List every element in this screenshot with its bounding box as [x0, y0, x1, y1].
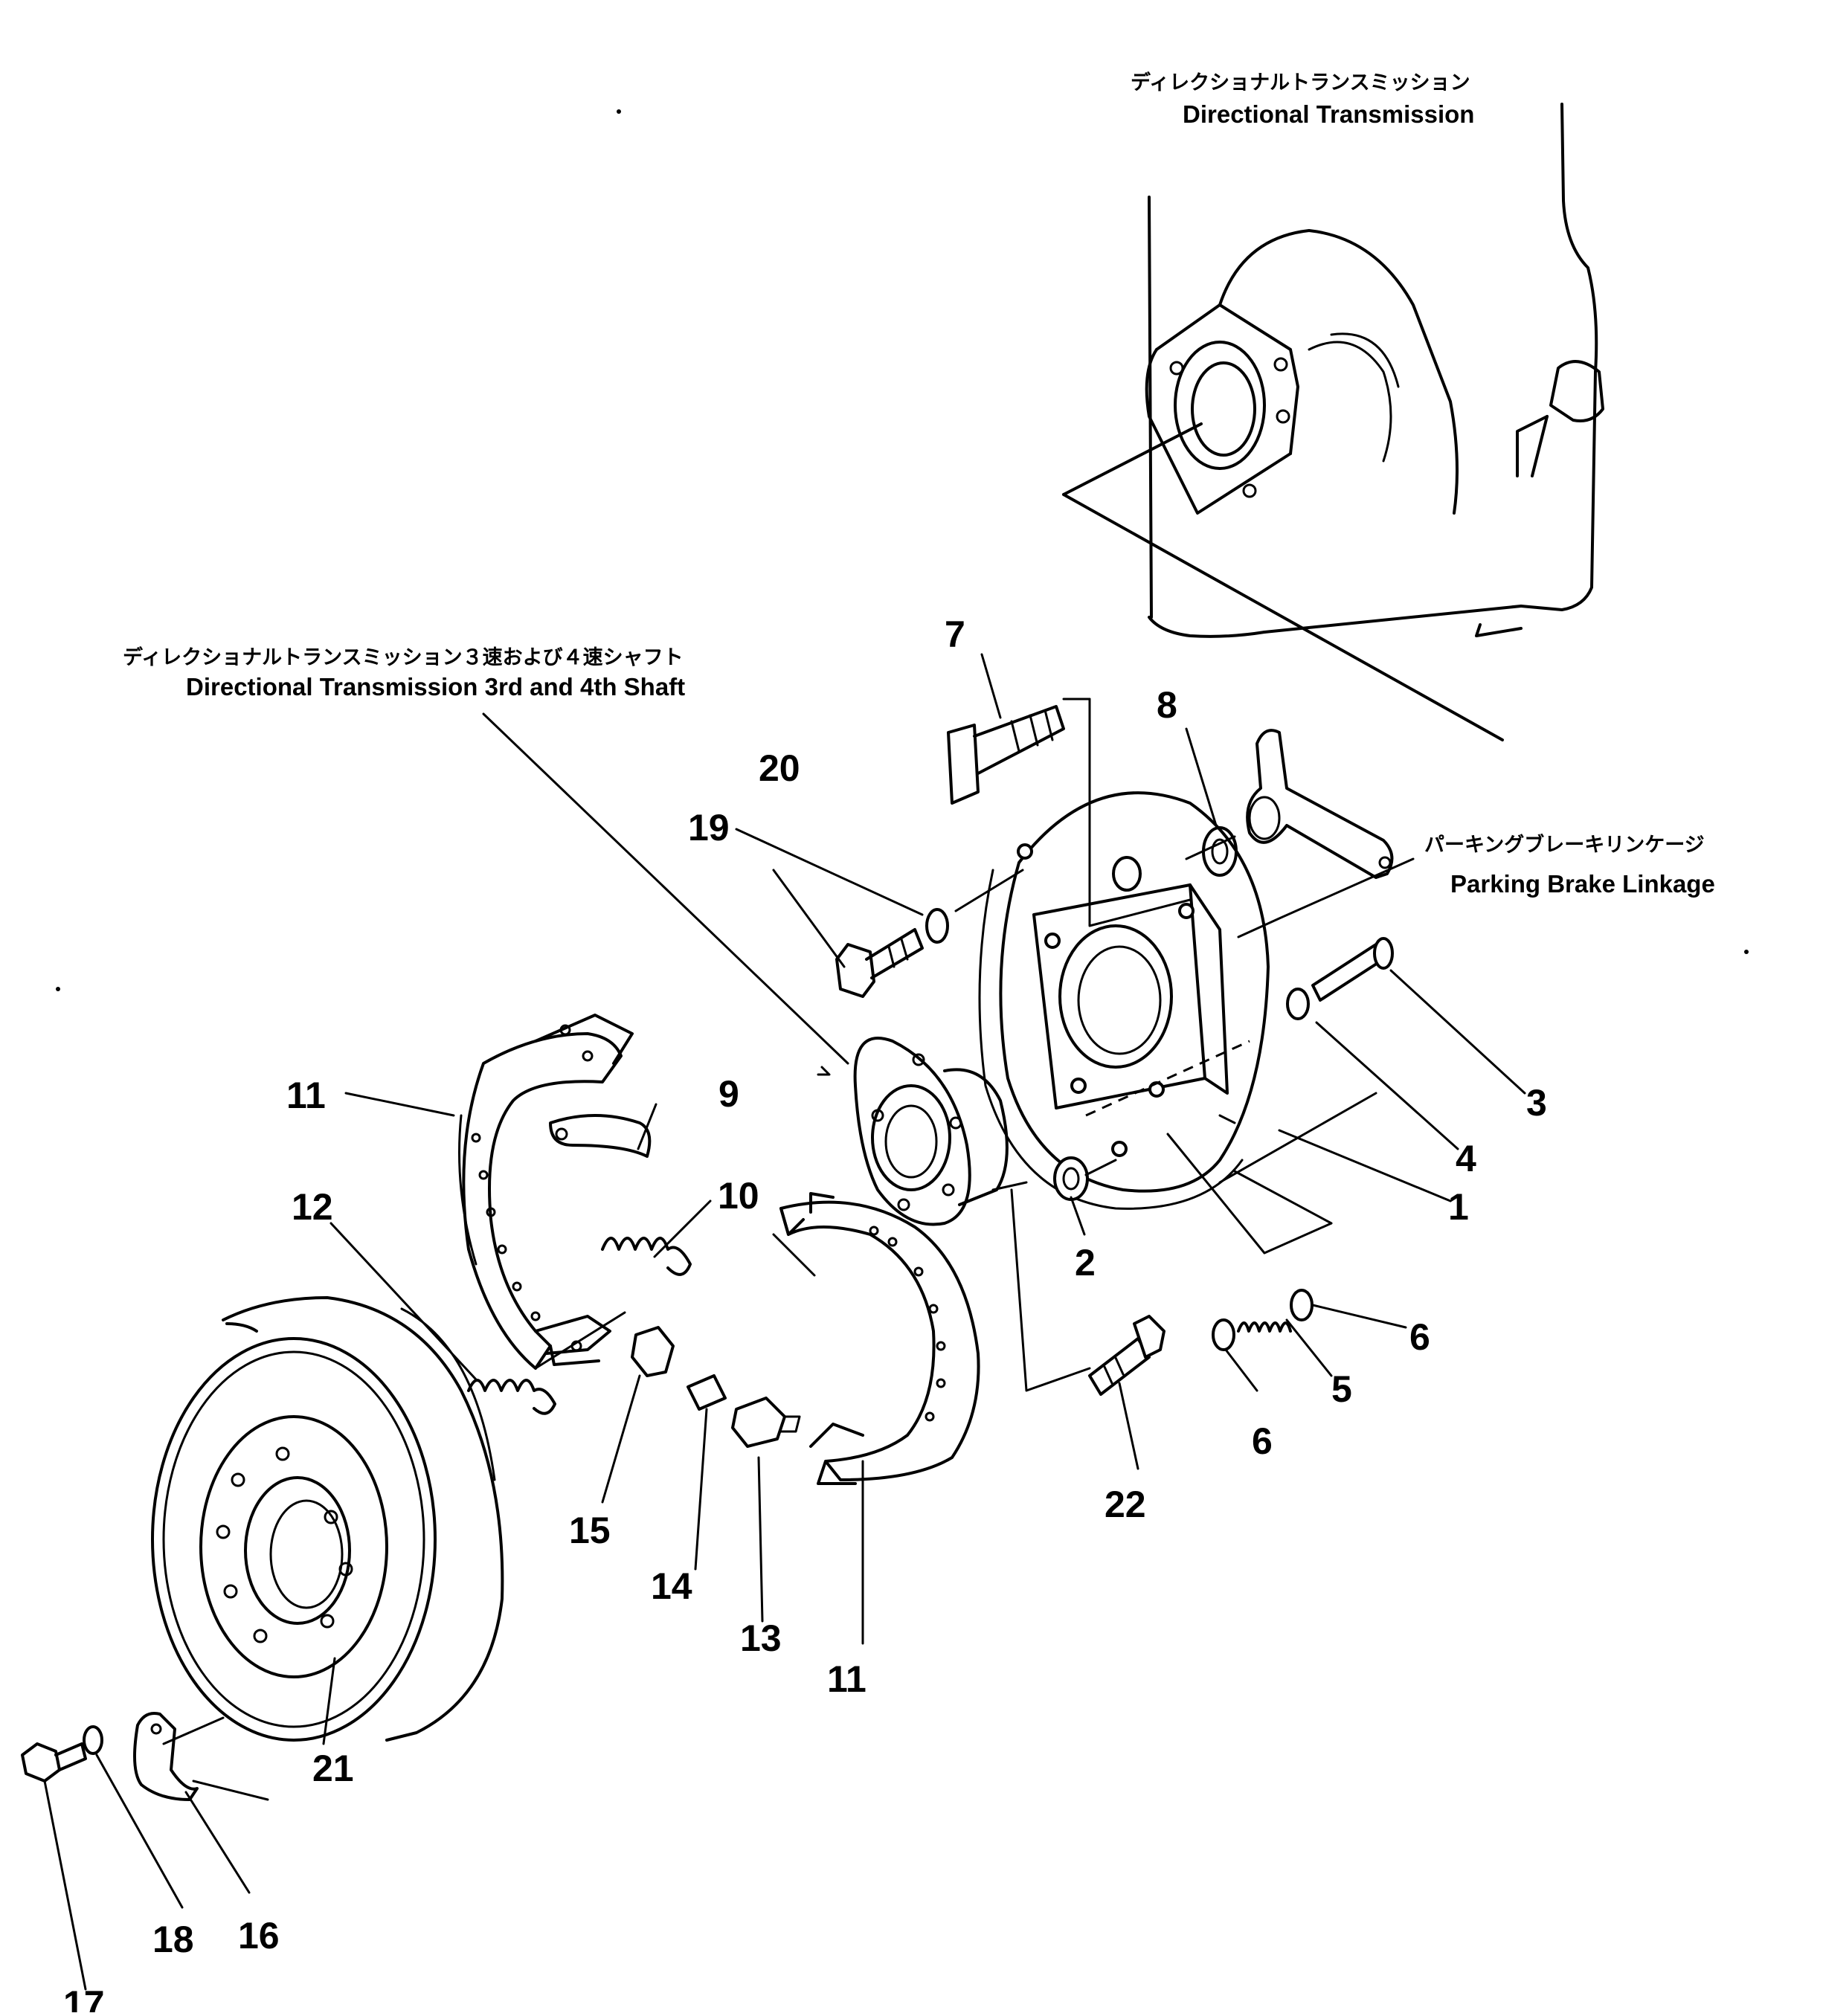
part-number-14: 14: [651, 1565, 692, 1607]
callout-en: Parking Brake Linkage: [1450, 870, 1715, 898]
part-number-5: 5: [1331, 1368, 1352, 1410]
part-number-6-right: 6: [1409, 1316, 1430, 1358]
part-number-3: 3: [1526, 1082, 1547, 1124]
scan-specks: [56, 109, 1749, 991]
bolt-part-3: [1311, 937, 1394, 1002]
spring-part-10: [601, 1237, 692, 1276]
callout-3rd-4th-shaft: ディレクショナルトランスミッション３速および４速シャフト Directional…: [123, 645, 685, 701]
part-number-6-left: 6: [1252, 1420, 1273, 1462]
assembly-lines: [162, 698, 1415, 1801]
part-number-22: 22: [1105, 1484, 1146, 1525]
adjuster-parts-13-14-15: [631, 1326, 801, 1448]
callout-parking-brake-linkage: パーキングブレーキリンケージ Parking Brake Linkage: [1424, 833, 1715, 898]
part-number-9: 9: [718, 1073, 739, 1115]
spring-part-12: [467, 1379, 556, 1415]
part-number-16: 16: [238, 1915, 280, 1957]
brake-shoe-upper: [458, 1014, 652, 1370]
leader-lines: [43, 653, 1526, 1991]
callout-en: Directional Transmission: [1183, 100, 1474, 128]
part-number-12: 12: [292, 1186, 333, 1228]
washer-part-4: [1286, 988, 1310, 1020]
shaft-flange-hub: [853, 1037, 1009, 1226]
part-number-11-upper: 11: [286, 1075, 326, 1116]
part-number-11-lower: 11: [827, 1658, 867, 1700]
lever-parking-brake-linkage: [1246, 729, 1394, 879]
callout-en: Directional Transmission 3rd and 4th Sha…: [186, 673, 685, 701]
brake-backing-plate: [978, 791, 1270, 1210]
washer-part-18: [83, 1725, 103, 1755]
washer-part-20: [925, 908, 949, 944]
part-number-13: 13: [740, 1617, 782, 1659]
brake-shoe-lower: [779, 1192, 980, 1485]
part-number-labels: 1 2 3 4 5 6 6 7 8 9 10 11 11 12 13 14 15…: [63, 614, 1547, 2016]
part-number-4: 4: [1456, 1138, 1476, 1179]
nut-part-2: [1053, 1156, 1089, 1201]
part-number-10: 10: [718, 1175, 759, 1217]
callout-directional-transmission: ディレクショナルトランスミッション Directional Transmissi…: [1131, 71, 1474, 128]
callout-jp: ディレクショナルトランスミッション: [1131, 71, 1470, 94]
part-number-8: 8: [1157, 684, 1177, 726]
part-number-17: 17: [63, 1983, 105, 2012]
part-number-18: 18: [152, 1919, 194, 1960]
spring-and-washers-parts-5-6: [1212, 1289, 1314, 1351]
brake-drum: [151, 1296, 504, 1742]
bolt-part-19: [835, 928, 924, 998]
part-number-15: 15: [569, 1510, 611, 1551]
part-number-20: 20: [759, 747, 800, 789]
washer-part-8: [1202, 826, 1238, 877]
part-number-1: 1: [1448, 1186, 1469, 1228]
callout-jp: パーキングブレーキリンケージ: [1424, 833, 1705, 856]
part-number-21: 21: [312, 1748, 354, 1789]
bolt-part-17: [21, 1742, 87, 1782]
bolt-part-22: [1088, 1315, 1166, 1396]
transmission-housing: [1062, 103, 1604, 741]
part-number-19: 19: [688, 807, 730, 848]
part-number-2: 2: [1075, 1242, 1096, 1284]
part-number-7: 7: [945, 614, 965, 655]
callout-jp: ディレクショナルトランスミッション３速および４速シャフト: [123, 645, 684, 669]
bolt-part-7: [947, 705, 1065, 805]
bracket-part-16: [133, 1712, 199, 1801]
